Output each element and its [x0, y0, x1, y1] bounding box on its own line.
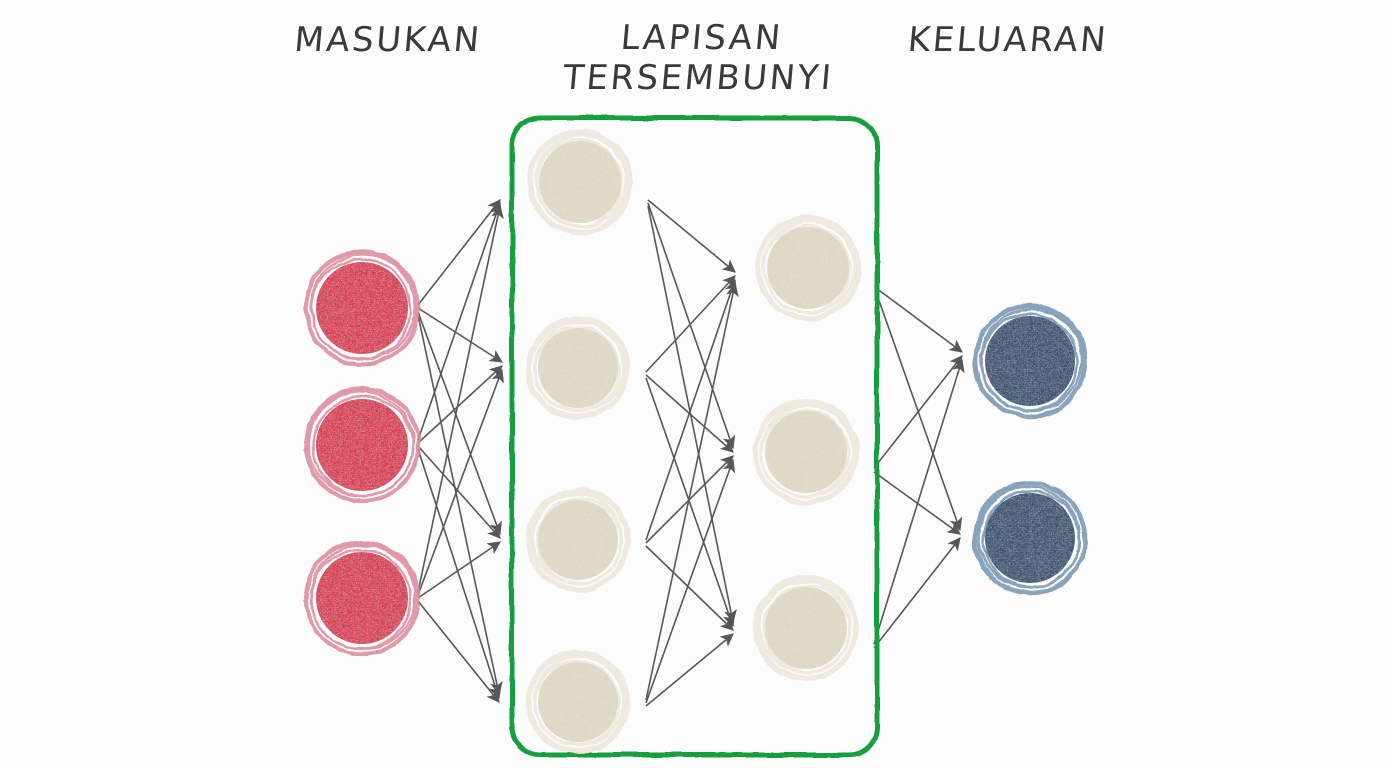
node-tersembunyi-2-3[interactable]	[753, 575, 859, 681]
node-tersembunyi-2-2[interactable]	[753, 399, 859, 505]
node-tersembunyi-1-4[interactable]	[526, 650, 630, 754]
node-tersembunyi-1-2[interactable]	[526, 316, 630, 420]
connections-input-to-hidden1	[417, 199, 504, 703]
node-keluaran-2[interactable]	[972, 480, 1088, 596]
node-masukan-1[interactable]	[303, 249, 421, 367]
input-layer-nodes	[303, 249, 421, 657]
connections-hidden1-to-hidden2	[645, 199, 739, 707]
node-tersembunyi-2-1[interactable]	[755, 215, 861, 321]
hidden-layer-box	[509, 115, 880, 758]
layer-label-input: MASUKAN	[292, 20, 484, 60]
hidden-column-1-nodes	[526, 129, 633, 754]
node-keluaran-1[interactable]	[972, 303, 1088, 419]
output-layer-nodes	[972, 303, 1088, 596]
node-tersembunyi-1-3[interactable]	[526, 488, 630, 592]
hidden-column-2-nodes	[753, 215, 861, 681]
node-masukan-2[interactable]	[303, 386, 421, 504]
layer-label-output: KELUARAN	[906, 20, 1110, 60]
node-tersembunyi-1-1[interactable]	[527, 129, 633, 235]
connections-hidden2-to-output	[873, 287, 965, 649]
layer-label-hidden: LAPISAN TERSEMBUNYI	[561, 18, 836, 99]
node-masukan-3[interactable]	[303, 539, 421, 657]
